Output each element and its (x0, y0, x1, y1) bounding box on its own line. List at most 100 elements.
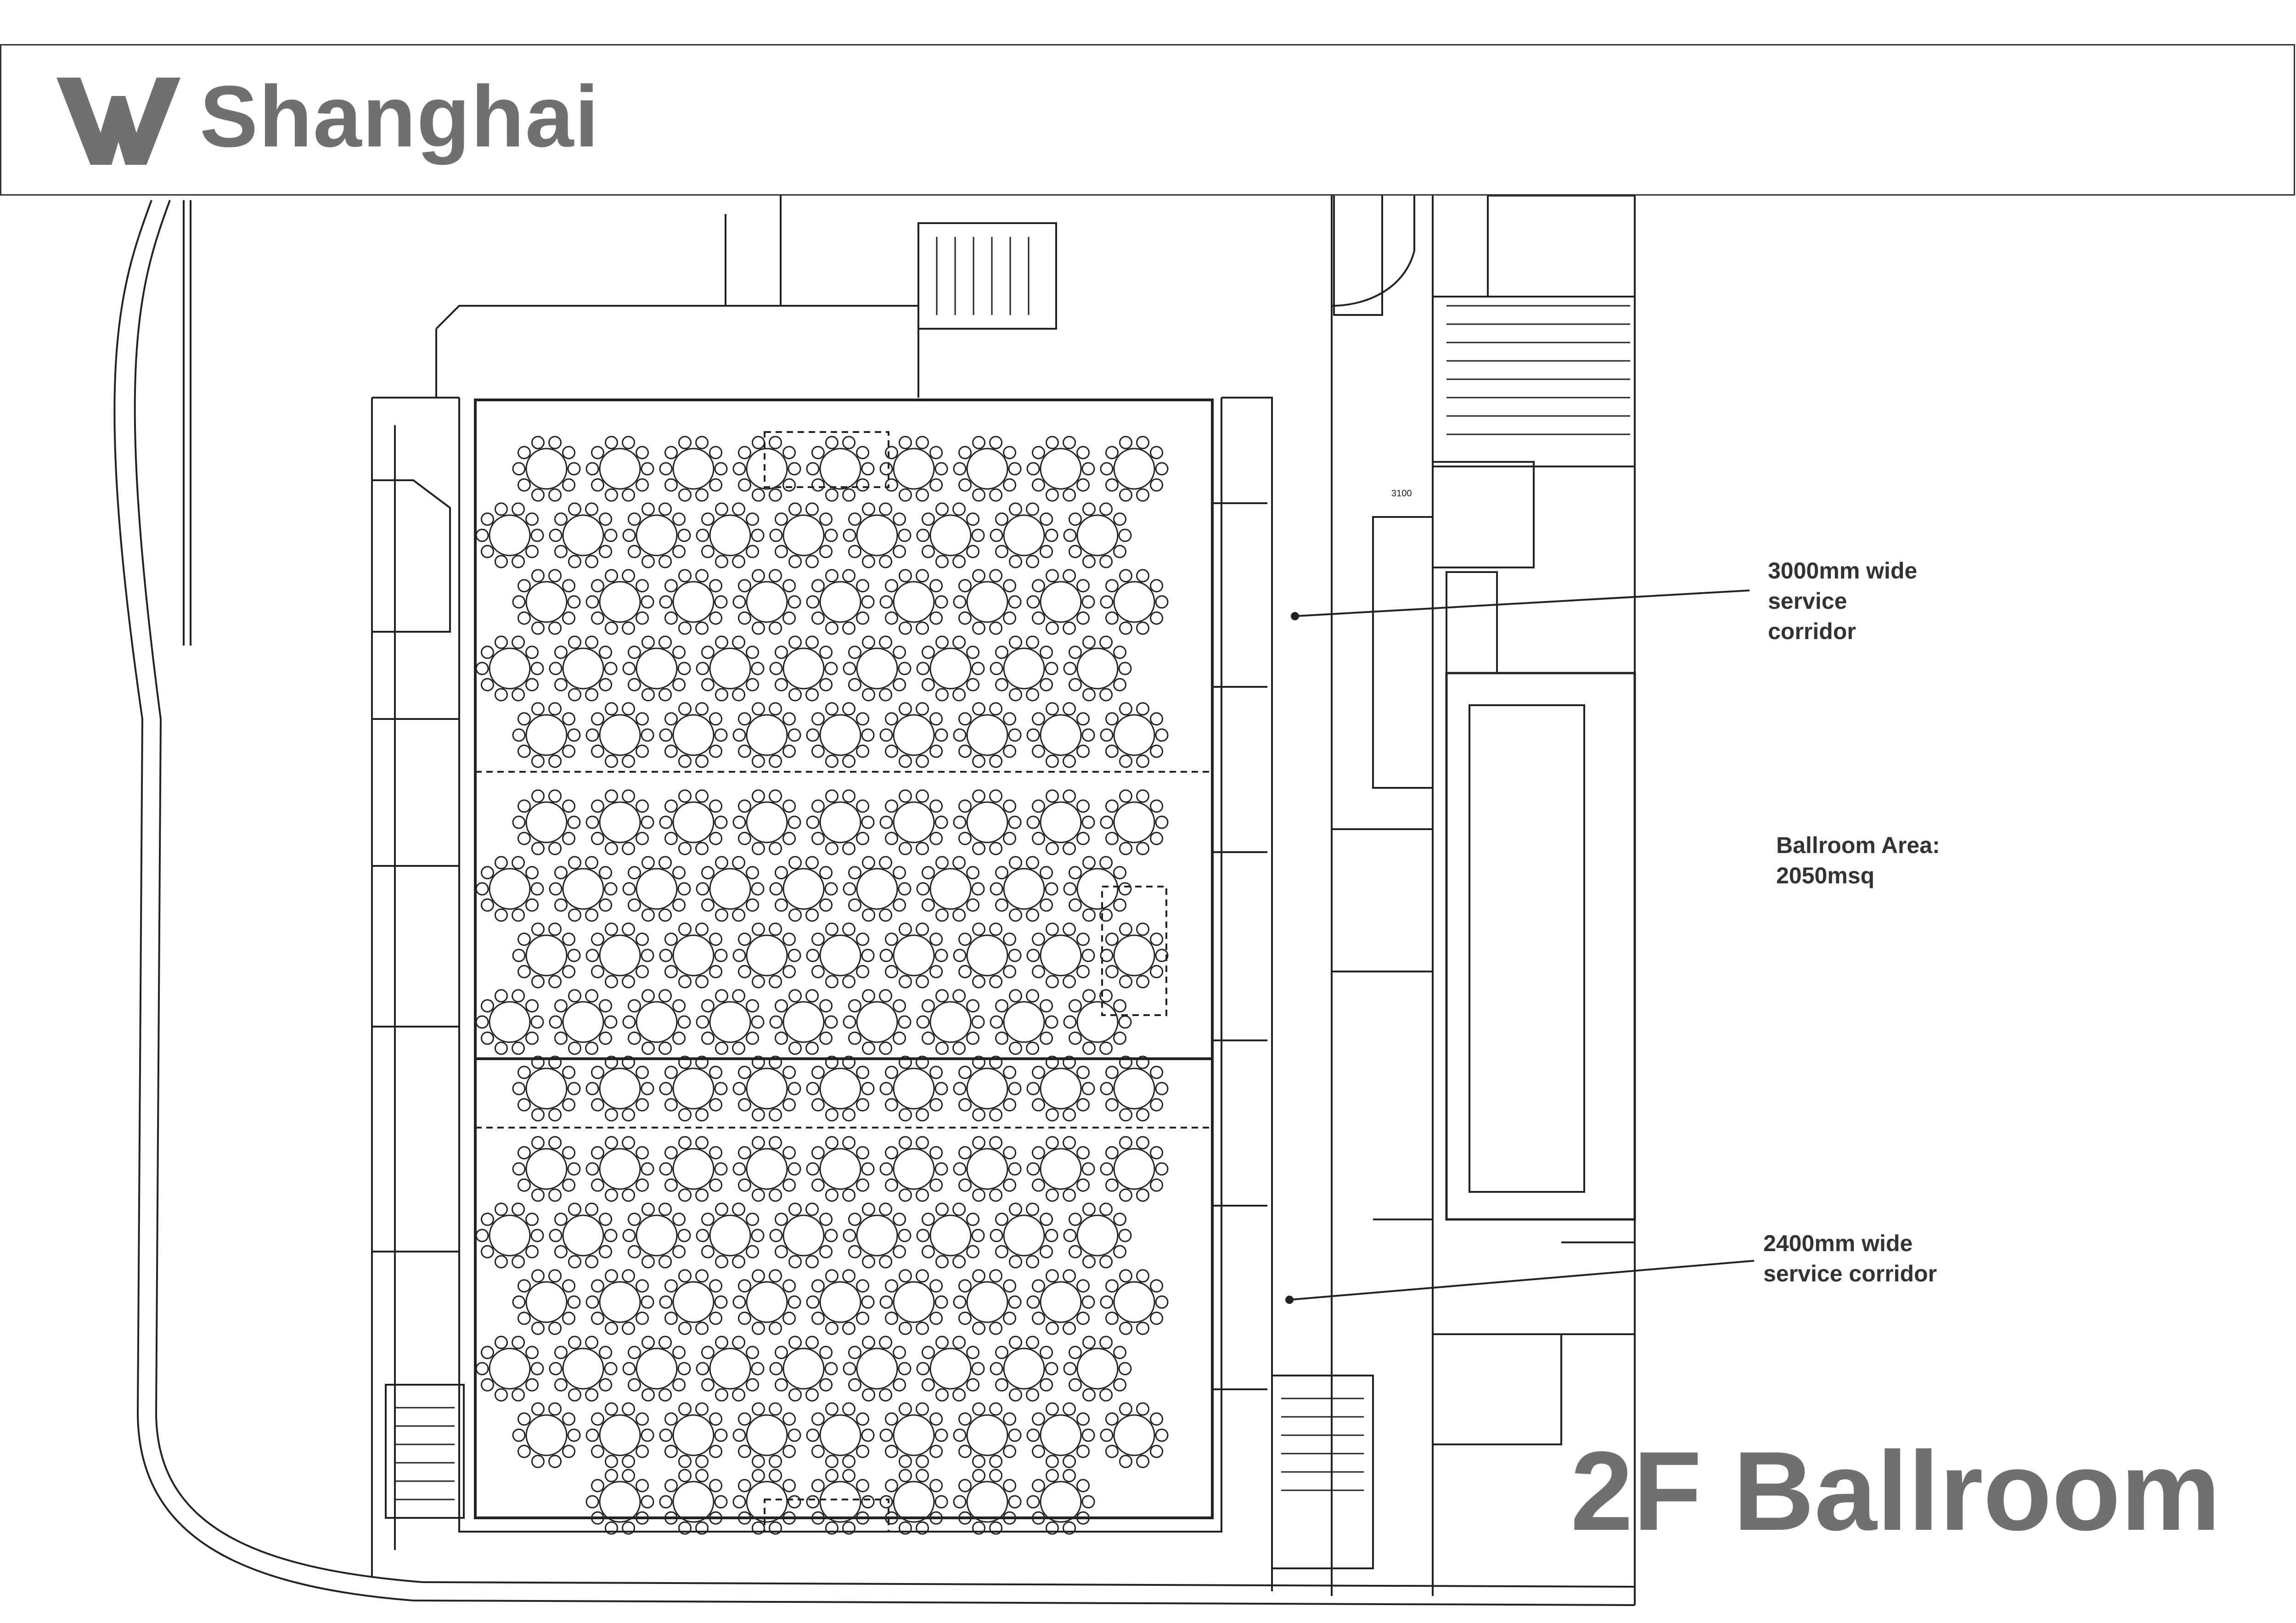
round-table (1026, 1469, 1095, 1535)
round-table (843, 502, 912, 568)
round-table (1100, 1402, 1169, 1468)
round-table (732, 1269, 801, 1335)
round-table (953, 569, 1022, 635)
round-table (1100, 1056, 1169, 1122)
round-table (475, 1336, 544, 1402)
round-table (1100, 702, 1169, 768)
round-table (990, 989, 1058, 1055)
round-table (990, 502, 1058, 568)
round-table (843, 989, 912, 1055)
round-table (806, 1056, 875, 1122)
round-table (843, 1336, 912, 1402)
header-bar: Shanghai (0, 44, 2295, 196)
round-table (732, 1056, 801, 1122)
round-table (732, 789, 801, 855)
round-table (585, 922, 654, 988)
round-table (585, 436, 654, 502)
round-table (879, 1056, 948, 1122)
round-table (1100, 1136, 1169, 1202)
round-table (549, 1336, 618, 1402)
round-table (953, 1056, 1022, 1122)
round-table (806, 1136, 875, 1202)
round-table (769, 856, 838, 922)
round-table (1100, 569, 1169, 635)
round-table (953, 922, 1022, 988)
round-table (769, 1202, 838, 1269)
round-table (696, 1202, 765, 1269)
round-table (1063, 635, 1132, 702)
round-table (953, 1269, 1022, 1335)
round-table (622, 1202, 691, 1269)
round-table (659, 922, 728, 988)
round-table (769, 635, 838, 702)
round-table (1026, 1056, 1095, 1122)
stair-sw (385, 1384, 465, 1519)
round-table (732, 1469, 801, 1535)
round-table (1026, 702, 1095, 768)
round-table (659, 436, 728, 502)
round-table (1026, 922, 1095, 988)
round-table (732, 702, 801, 768)
brand-name: Shanghai (200, 68, 600, 165)
round-table (512, 922, 581, 988)
round-table (659, 1056, 728, 1122)
round-table (990, 635, 1058, 702)
round-table (1026, 569, 1095, 635)
round-table (659, 789, 728, 855)
round-table (879, 702, 948, 768)
round-table (806, 436, 875, 502)
round-table (953, 1136, 1022, 1202)
round-table (622, 635, 691, 702)
floor-title: 2F Ballroom (1570, 1428, 2221, 1554)
round-table (916, 502, 985, 568)
round-table (806, 1469, 875, 1535)
round-table (1026, 1136, 1095, 1202)
round-table (659, 1269, 728, 1335)
round-table (659, 569, 728, 635)
round-table (549, 635, 618, 702)
round-table (1026, 436, 1095, 502)
round-table (732, 922, 801, 988)
round-table (585, 1469, 654, 1535)
round-table (1026, 789, 1095, 855)
round-table (659, 702, 728, 768)
round-table (585, 569, 654, 635)
round-table (879, 1469, 948, 1535)
round-table (843, 635, 912, 702)
round-table (732, 1402, 801, 1468)
round-table (1063, 502, 1132, 568)
round-table (769, 1336, 838, 1402)
round-table (1026, 1269, 1095, 1335)
round-table (1063, 989, 1132, 1055)
round-table (916, 1336, 985, 1402)
banquet-tables (475, 436, 1169, 1535)
round-table (953, 702, 1022, 768)
round-table (916, 856, 985, 922)
round-table (475, 1202, 544, 1269)
round-table (879, 1136, 948, 1202)
round-table (769, 989, 838, 1055)
round-table (732, 569, 801, 635)
round-table (585, 1269, 654, 1335)
round-table (585, 702, 654, 768)
round-table (585, 1056, 654, 1122)
round-table (659, 1469, 728, 1535)
stair-se (1271, 1375, 1374, 1569)
round-table (549, 989, 618, 1055)
round-table (512, 702, 581, 768)
outer-facade (113, 200, 1635, 1606)
round-table (806, 1269, 875, 1335)
round-table (953, 436, 1022, 502)
round-table (990, 1202, 1058, 1269)
round-table (585, 1136, 654, 1202)
round-table (879, 1402, 948, 1468)
round-table (1100, 789, 1169, 855)
round-table (806, 1402, 875, 1468)
round-table (1026, 1402, 1095, 1468)
round-table (475, 502, 544, 568)
kitchen-block (1445, 672, 1636, 1221)
round-table (696, 502, 765, 568)
round-table (879, 569, 948, 635)
round-table (659, 1402, 728, 1468)
round-table (512, 1402, 581, 1468)
